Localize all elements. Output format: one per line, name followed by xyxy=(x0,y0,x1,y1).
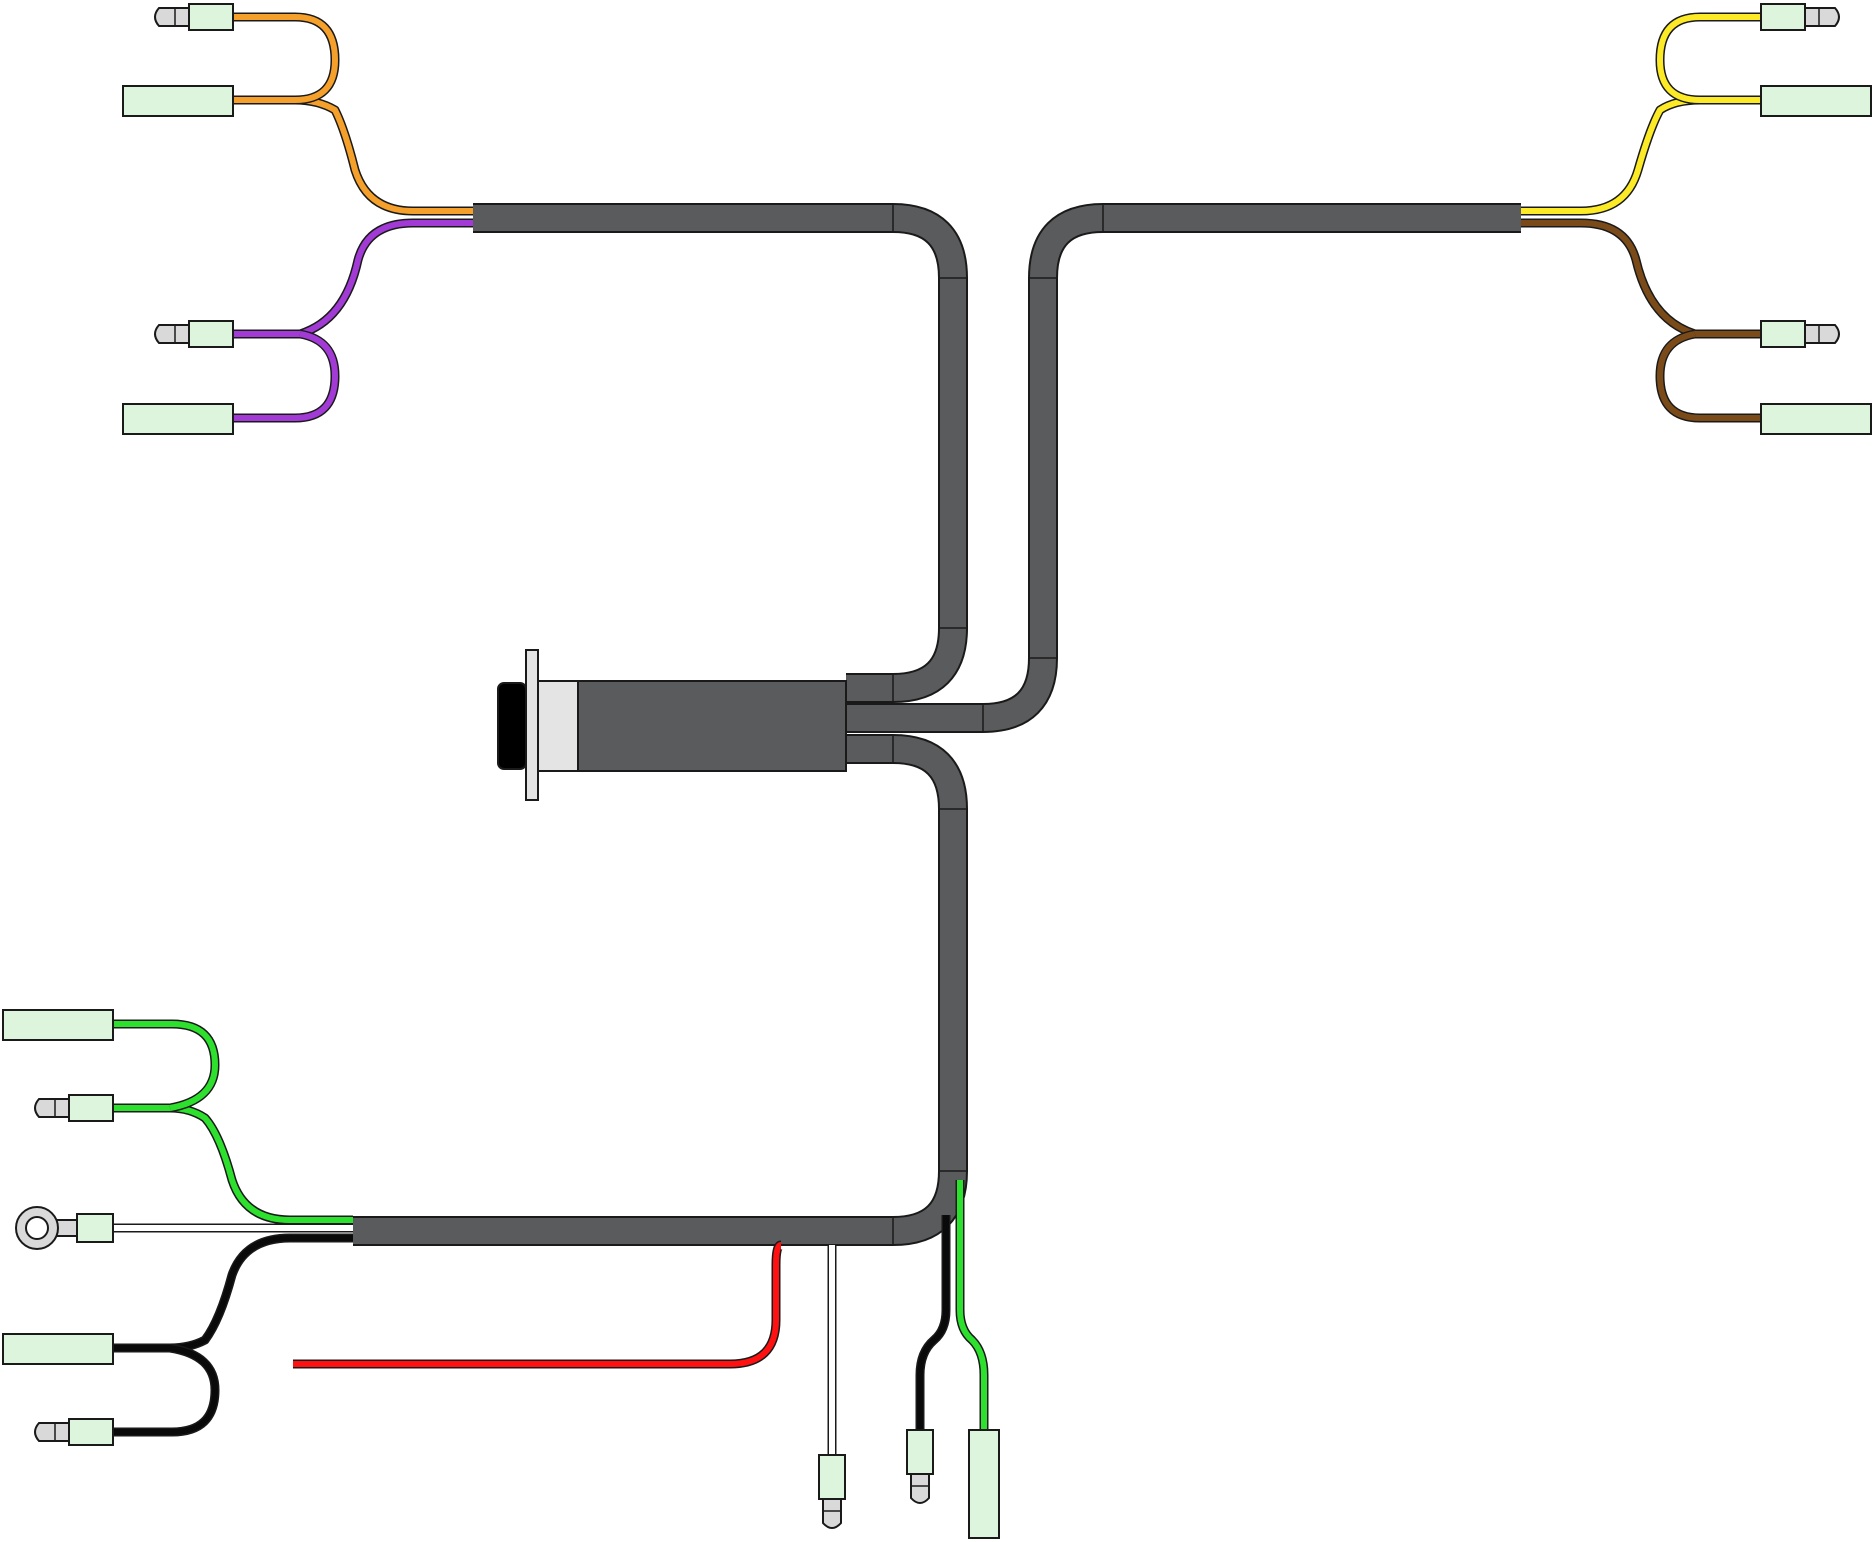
wire-green-drop xyxy=(955,1180,989,1430)
wire-brown-b xyxy=(1655,329,1760,423)
wire-brown-a xyxy=(1521,218,1760,339)
blade-housing-green xyxy=(2,1009,114,1041)
wire-yellow-a xyxy=(1521,95,1760,216)
blade-housing-purple xyxy=(122,403,234,435)
blade-housing-brown xyxy=(1760,403,1872,435)
bullet-terminal-purple xyxy=(154,320,234,348)
blade-housing-black xyxy=(2,1333,114,1365)
bullet-terminal-black-drop xyxy=(906,1429,934,1504)
blade-housing-orange xyxy=(122,85,234,117)
wire-black-b xyxy=(113,1343,220,1437)
wire-orange-b xyxy=(233,12,340,105)
wire-green-a xyxy=(113,1103,353,1225)
wire-purple-a xyxy=(233,218,473,339)
bullet-terminal-orange xyxy=(154,3,234,31)
bullet-terminal-green xyxy=(34,1094,114,1122)
bullet-terminal-white-drop xyxy=(818,1454,846,1529)
ring-terminal-white xyxy=(15,1206,114,1250)
wire-orange-a xyxy=(233,95,473,216)
wire-red xyxy=(293,1240,783,1369)
wire-black-a xyxy=(113,1233,353,1353)
bulkhead-plug xyxy=(497,649,847,801)
wire-purple-b xyxy=(233,329,340,423)
sheath-upper-left xyxy=(473,203,968,703)
bullet-terminal-brown xyxy=(1760,320,1840,348)
wire-black-drop xyxy=(915,1215,951,1430)
blade-housing-yellow xyxy=(1760,85,1872,117)
bullet-terminal-yellow xyxy=(1760,3,1840,31)
sheath-seams xyxy=(892,203,1104,1246)
wire-yellow-b xyxy=(1655,12,1760,105)
bullet-terminal-black xyxy=(34,1418,114,1446)
wire-green-b xyxy=(113,1019,220,1113)
sheath-upper-right xyxy=(846,203,1521,733)
sheath-lower xyxy=(353,734,968,1246)
blade-housing-green-drop xyxy=(968,1429,1000,1539)
